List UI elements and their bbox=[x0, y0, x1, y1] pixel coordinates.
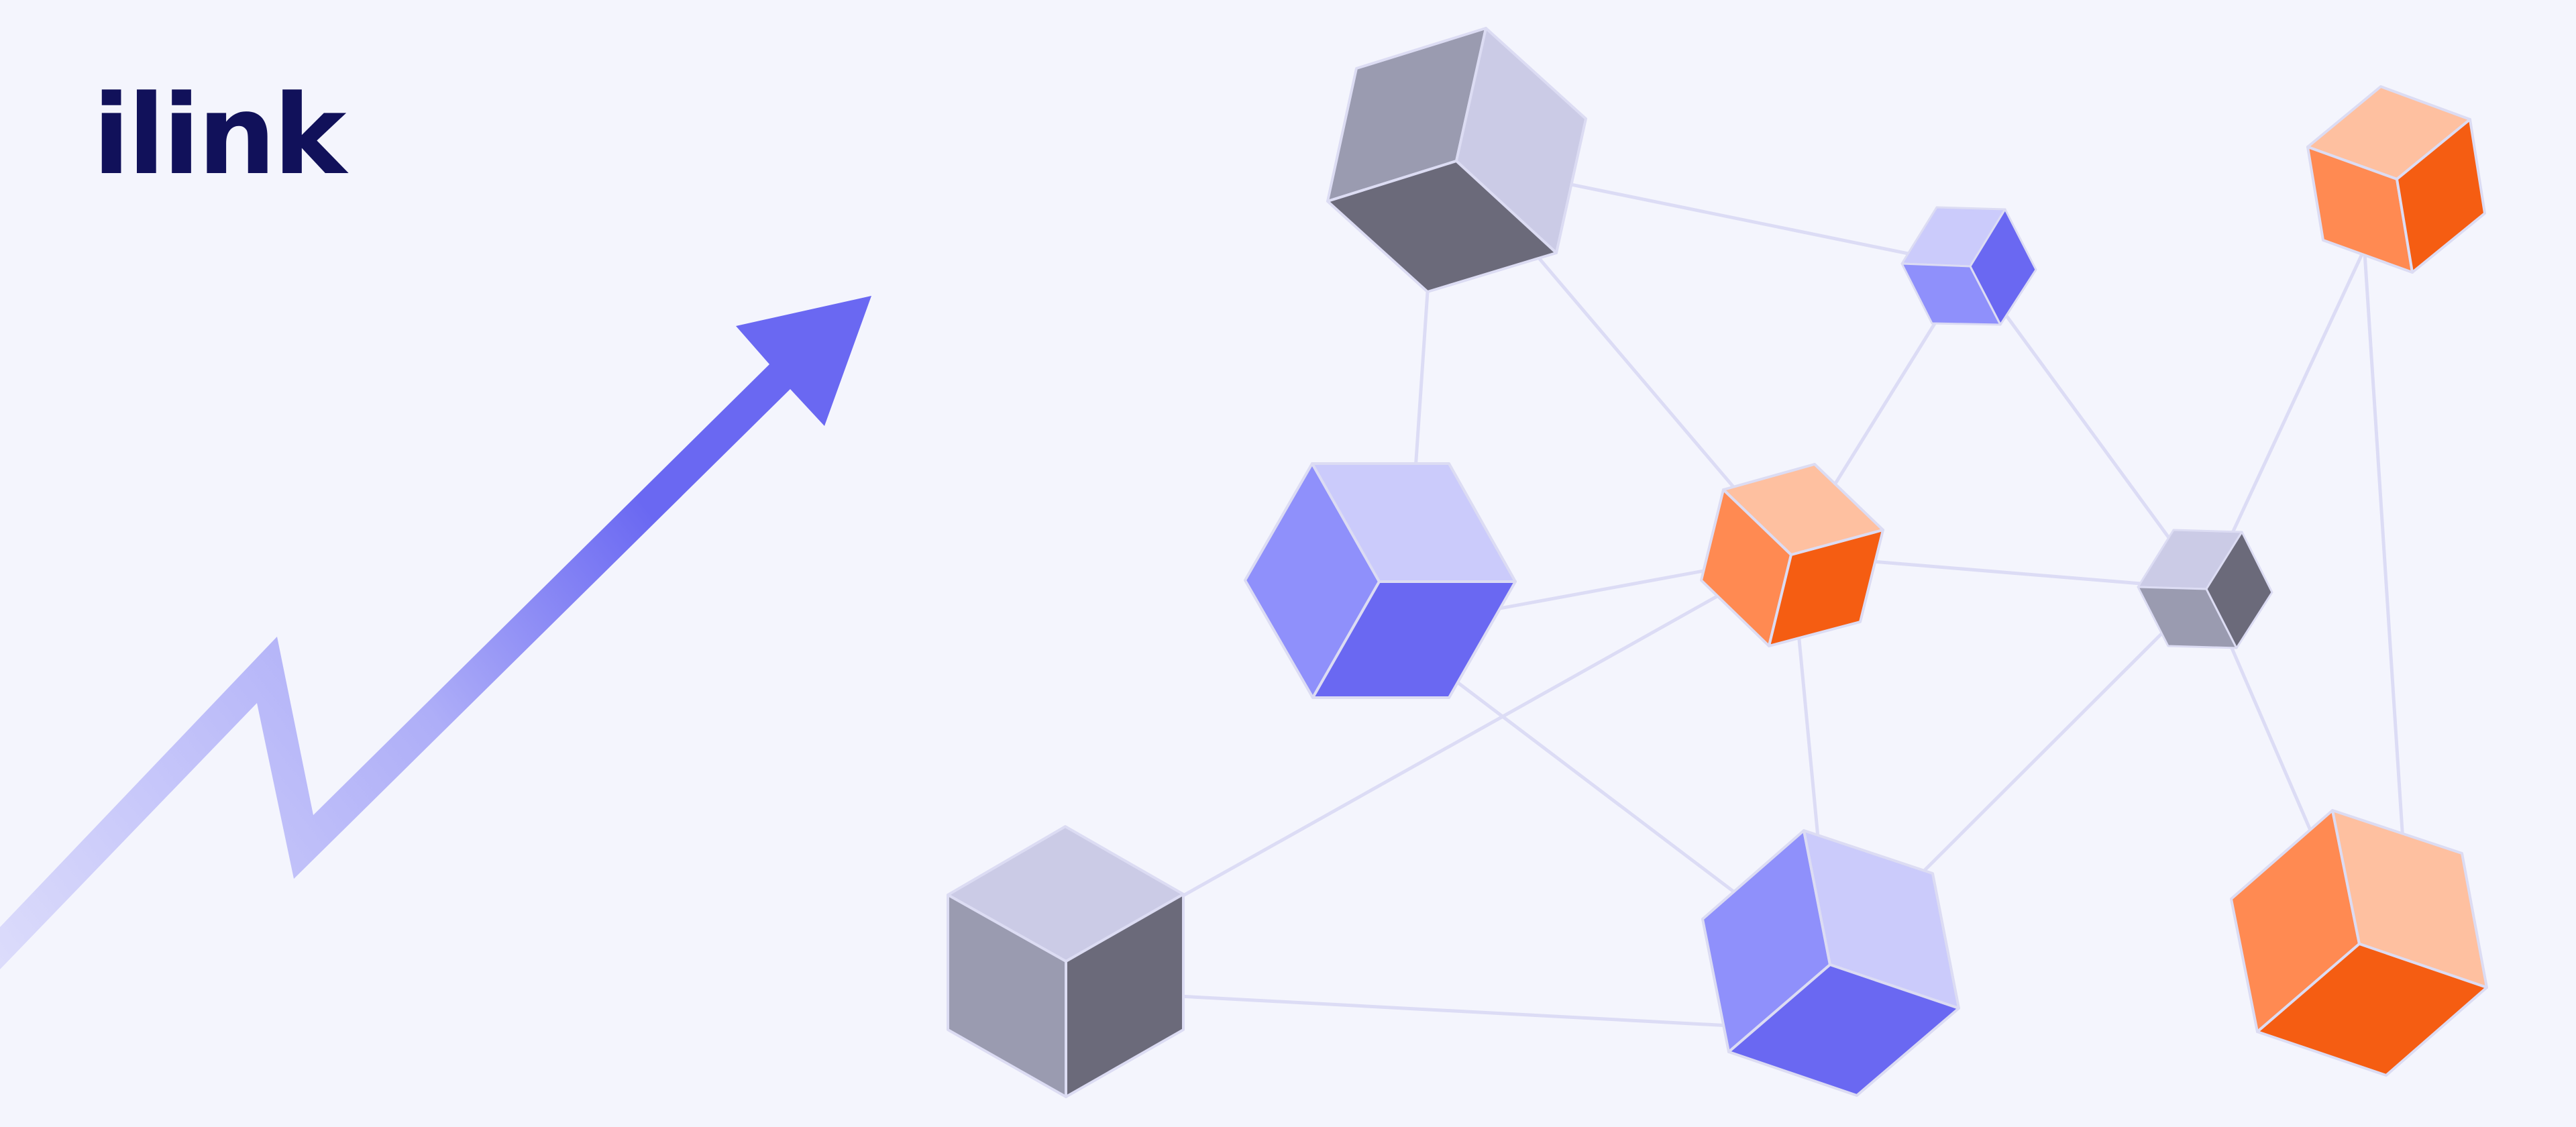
cube-purple-left bbox=[1244, 462, 1517, 699]
brand-logo: ilink bbox=[93, 71, 346, 199]
cube-gray-small bbox=[2137, 529, 2273, 649]
cube-orange-bottom-right bbox=[2230, 809, 2488, 1077]
cube-orange-top-right bbox=[2306, 85, 2486, 274]
cube-gray-top bbox=[1326, 27, 1587, 293]
cube-orange-center bbox=[1700, 463, 1884, 647]
trend-up-arrow-icon bbox=[0, 296, 871, 969]
cube-purple-bottom bbox=[1701, 829, 1960, 1097]
cube-purple-small bbox=[1900, 206, 2037, 326]
cube-gray-bottom-left bbox=[947, 825, 1185, 1098]
